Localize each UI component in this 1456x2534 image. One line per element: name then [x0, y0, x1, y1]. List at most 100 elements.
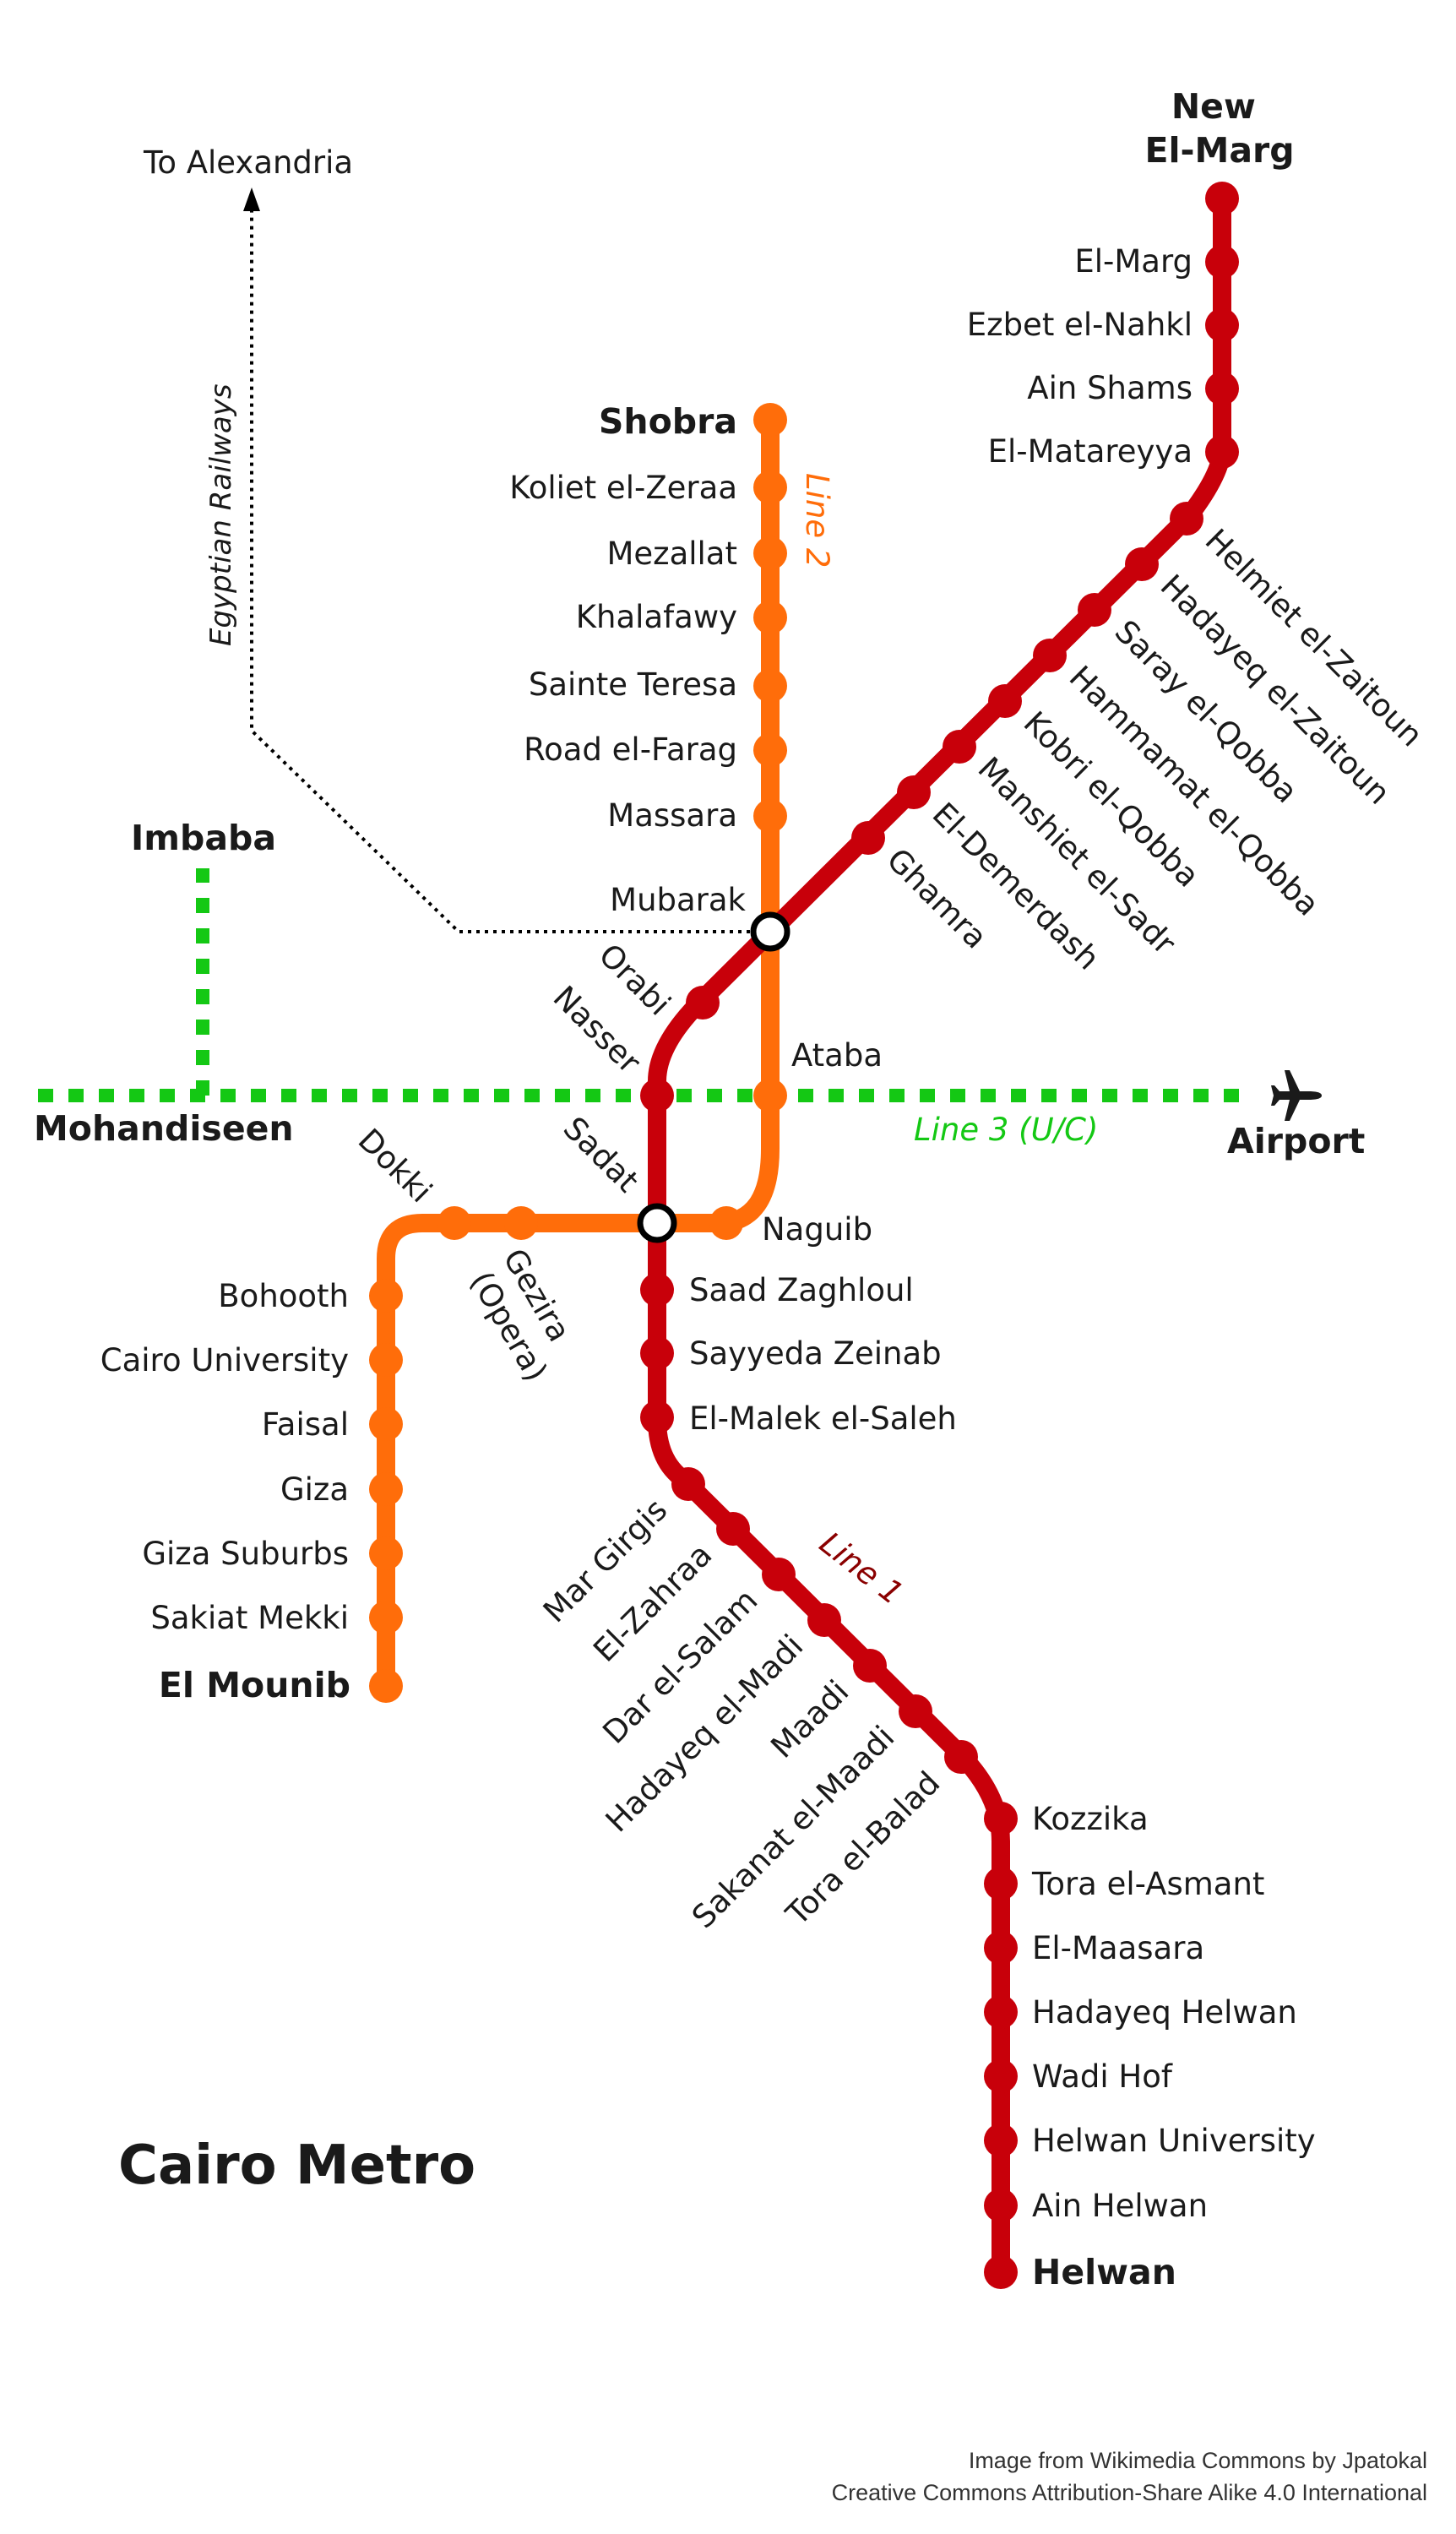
line1-station-dot[interactable]	[984, 1867, 1018, 1900]
line2-station-label: Cairo University	[101, 1342, 349, 1378]
helwan-label: Helwan	[1032, 2252, 1176, 2292]
line1-station-label: Hadayeq Helwan	[1032, 1994, 1297, 2031]
line2-station-label: Khalafawy	[576, 599, 737, 635]
line2-station-label: Bohooth	[218, 1278, 349, 1314]
line1-station-dot[interactable]	[640, 1400, 674, 1434]
orabi-label: Orabi	[592, 937, 678, 1023]
line1-station-dot[interactable]	[716, 1512, 750, 1546]
line1-station-dot[interactable]	[943, 730, 976, 764]
line1-station-dot[interactable]	[1170, 502, 1203, 536]
line2-station-dot[interactable]	[369, 1669, 403, 1703]
line2-station-dot[interactable]	[504, 1206, 538, 1240]
line1-station-label: Kozzika	[1032, 1801, 1149, 1837]
line1-station-label: El-Malek el-Saleh	[689, 1400, 957, 1437]
line1-station-label: Ain Helwan	[1032, 2188, 1208, 2224]
line1-station-dot[interactable]	[853, 1649, 887, 1683]
line1-station-dot[interactable]	[897, 775, 931, 809]
line2-station-dot[interactable]	[753, 403, 787, 437]
line2-station-dot[interactable]	[753, 799, 787, 833]
line1-station-dot[interactable]	[944, 1740, 978, 1774]
naguib-label: Naguib	[762, 1211, 872, 1248]
line1-station-label: El-Maasara	[1032, 1930, 1204, 1966]
line2-station-label: Faisal	[262, 1406, 349, 1443]
line1-station-dot[interactable]	[984, 1931, 1018, 1965]
line1-station-dot[interactable]	[988, 684, 1022, 718]
egyptian-railways-label: Egyptian Railways	[204, 383, 238, 646]
to-alexandria-label: To Alexandria	[143, 144, 353, 181]
line2-station-dot[interactable]	[369, 1279, 403, 1313]
line2-station-dot[interactable]	[753, 601, 787, 634]
line2-station-dot[interactable]	[753, 733, 787, 767]
mubarak-interchange[interactable]	[750, 911, 790, 952]
el-mounib-label: El Mounib	[159, 1665, 350, 1705]
line1-station-label: Ain Shams	[1027, 370, 1193, 406]
line1-station-label: Wadi Hof	[1032, 2058, 1173, 2095]
line2-station-dot[interactable]	[753, 470, 787, 504]
line1-station-label: El-Marg	[1074, 243, 1193, 280]
line1-station-dot[interactable]	[984, 2189, 1018, 2222]
shobra-label: Shobra	[599, 401, 737, 442]
line1-station-dot[interactable]	[984, 2123, 1018, 2157]
new-el-marg-line1: New	[1171, 86, 1256, 127]
line2-label: Line 2	[799, 473, 835, 568]
line1-label: Line 1	[812, 1525, 910, 1612]
line2-station-dot[interactable]	[437, 1206, 471, 1240]
line1-station-dot[interactable]	[1205, 308, 1239, 342]
new-el-marg-label: New El-Marg	[1144, 86, 1294, 171]
line2-station-label: Road el-Farag	[524, 731, 737, 768]
line1-station-label: Tora el-Asmant	[1031, 1866, 1264, 1902]
line1-station-dot[interactable]	[762, 1558, 796, 1591]
line1-station-label: Ezbet el-Nahkl	[967, 307, 1193, 343]
line2-station-dot[interactable]	[369, 1472, 403, 1506]
line2-station-dot[interactable]	[369, 1536, 403, 1570]
line2-station-dot[interactable]	[753, 536, 787, 570]
line1-station-dot[interactable]	[807, 1603, 841, 1637]
new-el-marg-line2: El-Marg	[1144, 130, 1294, 171]
line1-station-dot[interactable]	[1125, 547, 1159, 581]
line1-station-dot[interactable]	[640, 1273, 674, 1307]
credit-line-2: Creative Commons Attribution-Share Alike…	[832, 2480, 1427, 2505]
line2-station-label: Massara	[607, 797, 737, 834]
line2-station-label: Giza Suburbs	[142, 1536, 349, 1572]
line1-station-label: Dar el-Salam	[595, 1582, 764, 1751]
map-title: Cairo Metro	[118, 2134, 475, 2197]
line2-station-dot[interactable]	[753, 669, 787, 703]
line1-station-dot[interactable]	[1205, 245, 1239, 279]
line2-station-dot[interactable]	[369, 1343, 403, 1377]
line1-station-dot[interactable]	[1205, 372, 1239, 405]
line1-stations	[640, 182, 1239, 2289]
line2-station-dot[interactable]	[369, 1407, 403, 1441]
line2-station-dot[interactable]	[753, 1079, 787, 1112]
line3-track	[38, 868, 1246, 1102]
airport-label: Airport	[1227, 1121, 1365, 1161]
line3-label: Line 3 (U/C)	[914, 1112, 1098, 1148]
line1-station-dot[interactable]	[984, 1802, 1018, 1835]
line1-station-dot[interactable]	[1205, 182, 1239, 215]
line1-station-dot[interactable]	[671, 1467, 705, 1501]
dokki-label: Dokki	[351, 1122, 439, 1210]
line2-stations	[369, 403, 787, 1703]
sadat-interchange[interactable]	[637, 1203, 677, 1243]
airplane-icon	[1271, 1070, 1322, 1121]
mubarak-label: Mubarak	[610, 882, 746, 918]
line1-station-dot[interactable]	[640, 1336, 674, 1370]
line1-station-dot[interactable]	[1033, 639, 1067, 672]
line2-station-label: Koliet el-Zeraa	[509, 470, 737, 506]
line1-station-dot[interactable]	[1078, 593, 1111, 627]
line1-station-dot[interactable]	[984, 1995, 1018, 2029]
line1-station-dot[interactable]	[984, 2059, 1018, 2093]
line1-station-dot[interactable]	[640, 1079, 674, 1112]
line1-station-dot[interactable]	[899, 1694, 932, 1728]
line1-station-dot[interactable]	[984, 2255, 1018, 2289]
egyptian-railways-line	[243, 188, 767, 933]
line1-station-dot[interactable]	[1205, 435, 1239, 469]
line2-station-dot[interactable]	[709, 1206, 743, 1240]
line1-station-dot[interactable]	[686, 986, 720, 1020]
line1-station-dot[interactable]	[851, 821, 885, 855]
arrow-up-icon	[243, 188, 260, 211]
line2-station-dot[interactable]	[369, 1601, 403, 1634]
